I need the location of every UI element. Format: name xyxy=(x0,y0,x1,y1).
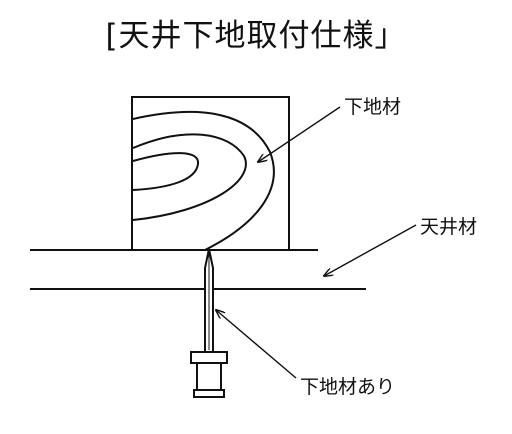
ceiling-leader xyxy=(324,224,417,276)
wood-grain-outer xyxy=(132,110,275,251)
substrate-label: 下地材 xyxy=(344,96,402,118)
wood-grain-middle xyxy=(132,133,247,221)
substrate-block xyxy=(131,96,290,251)
substrate-leader xyxy=(258,106,341,162)
fastener-leader xyxy=(216,310,297,379)
fastener-label: 下地材あり xyxy=(300,376,396,398)
wood-grain-inner xyxy=(132,152,200,191)
diagram-title: [天井下地取付仕様」 xyxy=(105,18,407,54)
ceiling-board-label: 天井材 xyxy=(420,216,478,238)
fastener xyxy=(190,248,228,398)
